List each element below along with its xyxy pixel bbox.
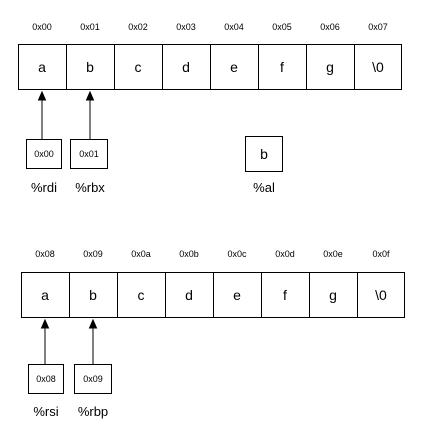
address-label: 0x05 <box>272 22 292 32</box>
register-box-rbx: 0x01 <box>70 139 108 169</box>
register-label-al: %al <box>253 180 275 195</box>
memory-cell: a <box>41 287 49 303</box>
memory-cell: b <box>86 59 94 75</box>
arrowhead-icon <box>40 318 50 329</box>
memory-cell: g <box>329 287 337 303</box>
register-label-rsi: %rsi <box>33 404 59 419</box>
cell-divider <box>210 44 211 90</box>
memory-cell: d <box>182 59 190 75</box>
arrowhead-icon <box>37 90 47 101</box>
cell-divider <box>309 272 310 318</box>
memory-cell: f <box>283 287 287 303</box>
address-label: 0x0a <box>131 249 151 259</box>
address-label: 0x04 <box>224 22 244 32</box>
arrowhead-icon <box>85 90 95 101</box>
cell-divider <box>354 44 355 90</box>
address-label: 0x07 <box>368 22 388 32</box>
register-box-rdi: 0x00 <box>26 139 62 169</box>
cell-divider <box>165 272 166 318</box>
cell-divider <box>66 44 67 90</box>
register-box-al: b <box>245 136 283 172</box>
memory-cell: \0 <box>372 59 384 75</box>
address-label: 0x01 <box>80 22 100 32</box>
cell-divider <box>69 272 70 318</box>
cell-divider <box>162 44 163 90</box>
address-label: 0x0d <box>275 249 295 259</box>
memory-cell: g <box>326 59 334 75</box>
address-label: 0x09 <box>83 249 103 259</box>
memory-cell: d <box>185 287 193 303</box>
memory-cell: c <box>134 59 142 75</box>
address-label: 0x06 <box>320 22 340 32</box>
address-label: 0x00 <box>32 22 52 32</box>
memory-cell: c <box>137 287 145 303</box>
register-label-rbx: %rbx <box>75 180 105 195</box>
cell-divider <box>261 272 262 318</box>
memory-cell: a <box>38 59 46 75</box>
arrowhead-icon <box>88 318 98 329</box>
cell-divider <box>357 272 358 318</box>
address-label: 0x02 <box>128 22 148 32</box>
address-label: 0x0c <box>227 249 247 259</box>
memory-cell: f <box>280 59 284 75</box>
cell-divider <box>213 272 214 318</box>
register-label-rbp: %rbp <box>77 404 109 419</box>
register-label-rdi: %rdi <box>30 180 57 195</box>
memory-cell: \0 <box>375 287 387 303</box>
register-box-rbp: 0x09 <box>74 364 112 394</box>
cell-divider <box>258 44 259 90</box>
address-label: 0x0f <box>372 249 390 259</box>
address-label: 0x03 <box>176 22 196 32</box>
address-label: 0x0b <box>179 249 199 259</box>
cell-divider <box>114 44 115 90</box>
cell-divider <box>117 272 118 318</box>
memory-cell: b <box>89 287 97 303</box>
memory-cell: e <box>233 287 241 303</box>
address-label: 0x08 <box>35 249 55 259</box>
register-box-rsi: 0x08 <box>28 364 64 394</box>
address-label: 0x0e <box>323 249 343 259</box>
memory-cell: e <box>230 59 238 75</box>
cell-divider <box>306 44 307 90</box>
